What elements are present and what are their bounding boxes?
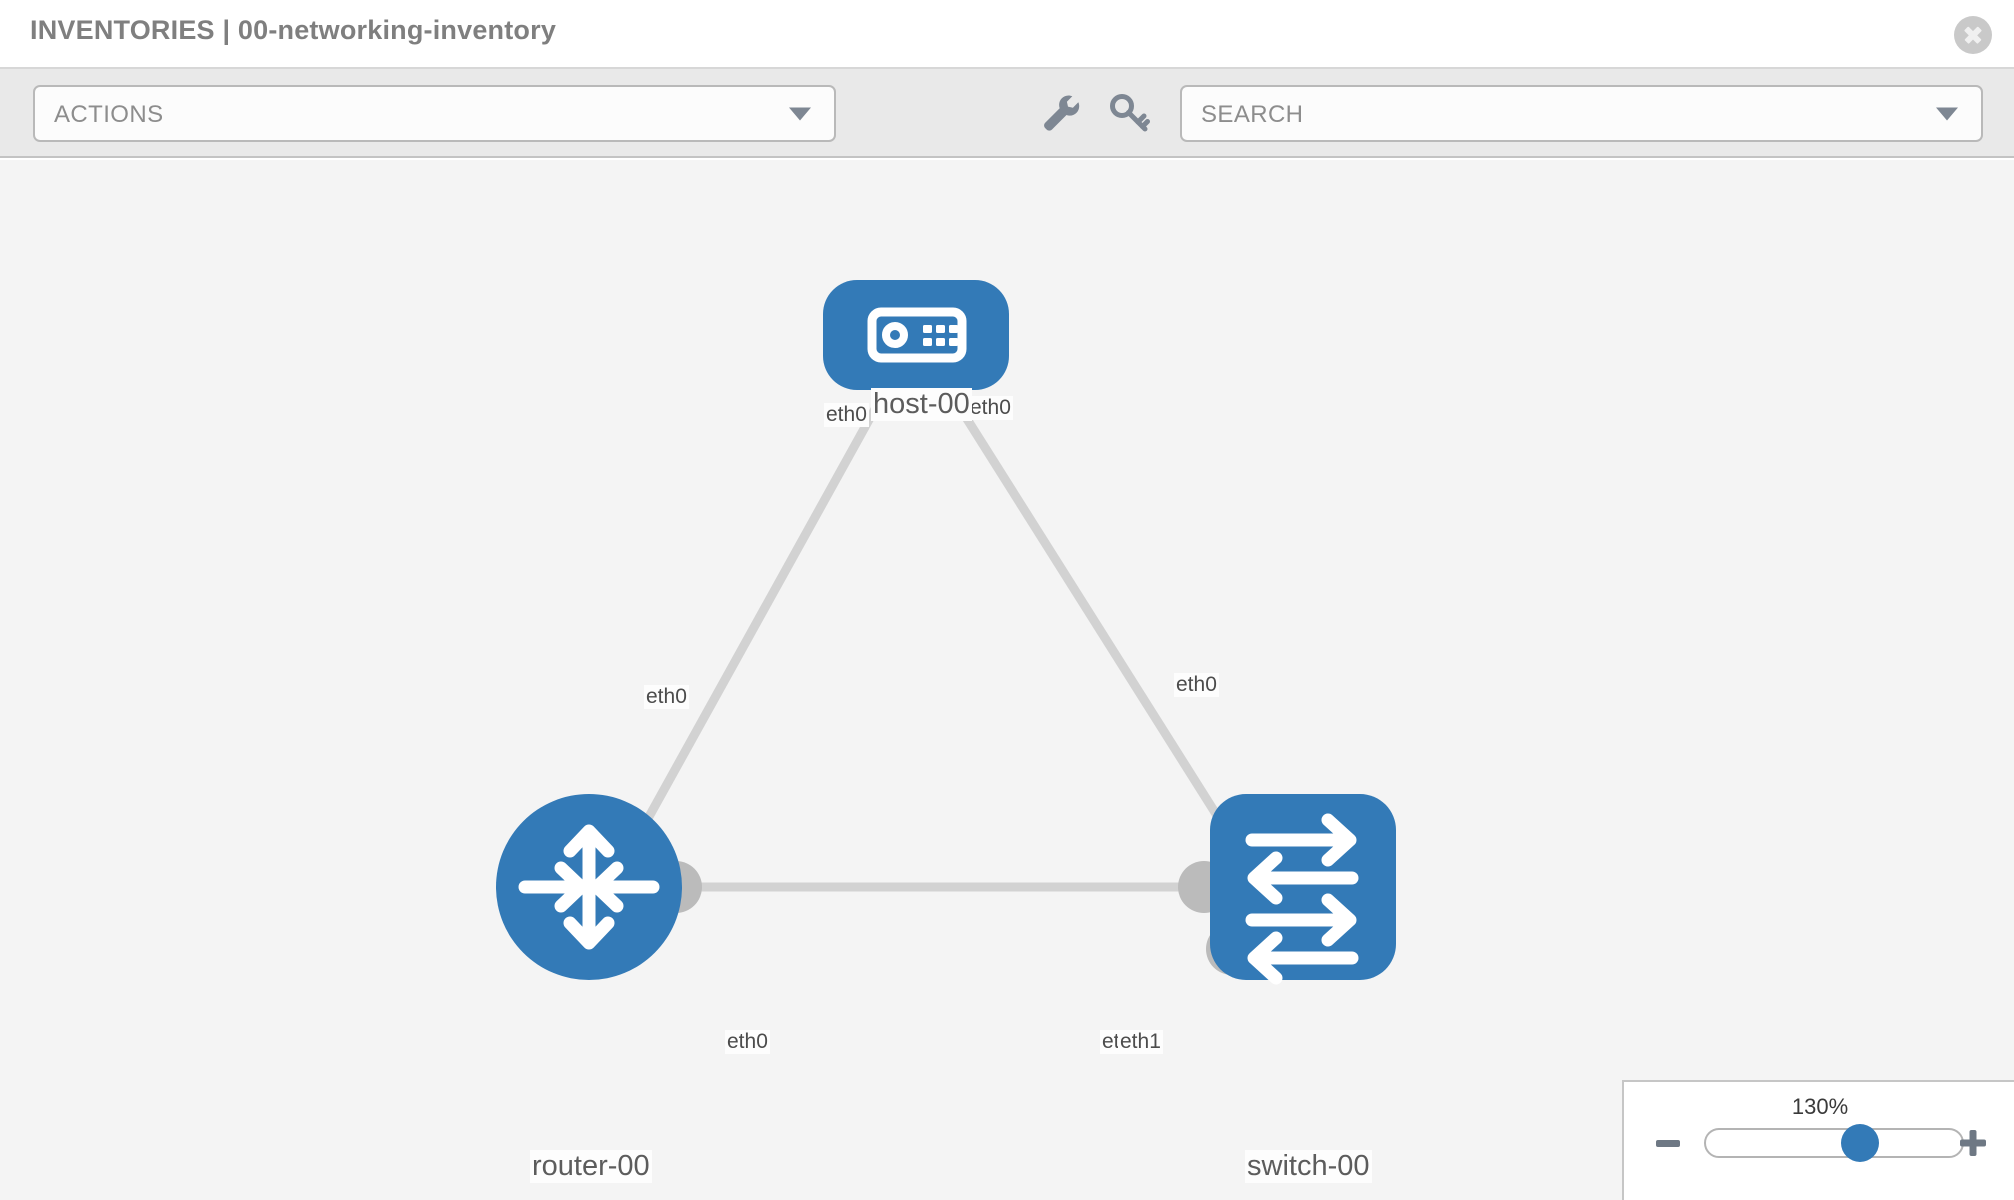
- interface-label-router00-right: eth0: [725, 1030, 770, 1054]
- interface-label-switch00-up: eth0: [1174, 673, 1219, 697]
- page-header: INVENTORIES | 00-networking-inventory: [0, 0, 2014, 69]
- zoom-in-button[interactable]: [1958, 1128, 1988, 1158]
- topology-endpoints: [650, 347, 1258, 975]
- node-router-00: [496, 794, 682, 980]
- search-input[interactable]: SEARCH: [1180, 85, 1983, 142]
- link-host00-switch00: [951, 397, 1249, 863]
- interface-label-host00-left: eth0: [824, 403, 869, 427]
- node-label-host-00: host-00: [871, 388, 972, 421]
- node-switch-00: [1210, 794, 1396, 985]
- page-title: INVENTORIES | 00-networking-inventory: [30, 15, 557, 45]
- zoom-out-button[interactable]: [1656, 1140, 1680, 1147]
- zoom-control-panel: 130%: [1622, 1080, 2014, 1200]
- interface-label-router00-up: eth0: [644, 685, 689, 709]
- interface-label-host00-right: eth0: [968, 396, 1013, 420]
- node-host-00: [823, 280, 1009, 390]
- search-placeholder: SEARCH: [1201, 101, 1304, 128]
- chevron-down-icon: [789, 107, 811, 120]
- chevron-down-icon[interactable]: [1936, 107, 1958, 120]
- node-label-switch-00: switch-00: [1245, 1150, 1372, 1183]
- server-icon: [867, 307, 967, 363]
- interface-label-switch00-left: eth1: [1118, 1030, 1163, 1054]
- key-icon[interactable]: [1105, 89, 1153, 137]
- wrench-icon[interactable]: [1037, 89, 1085, 137]
- switch-arrows-icon: [1245, 813, 1359, 985]
- zoom-slider-thumb[interactable]: [1840, 1124, 1879, 1162]
- node-label-router-00: router-00: [530, 1150, 652, 1183]
- actions-dropdown[interactable]: ACTIONS: [33, 85, 836, 142]
- router-arrows-icon: [518, 824, 660, 950]
- zoom-slider-track[interactable]: [1704, 1124, 1964, 1162]
- topology-links: [621, 397, 1249, 892]
- topology-canvas[interactable]: eth0 eth0 eth0 eth0 eth0 eth eth1 router…: [0, 160, 2014, 1200]
- link-host00-router00: [621, 397, 884, 863]
- actions-dropdown-label: ACTIONS: [54, 101, 164, 128]
- zoom-level-value: 130%: [1791, 1094, 1849, 1119]
- toolbar: ACTIONS SEARCH: [0, 69, 2014, 158]
- close-icon[interactable]: [1954, 16, 1992, 54]
